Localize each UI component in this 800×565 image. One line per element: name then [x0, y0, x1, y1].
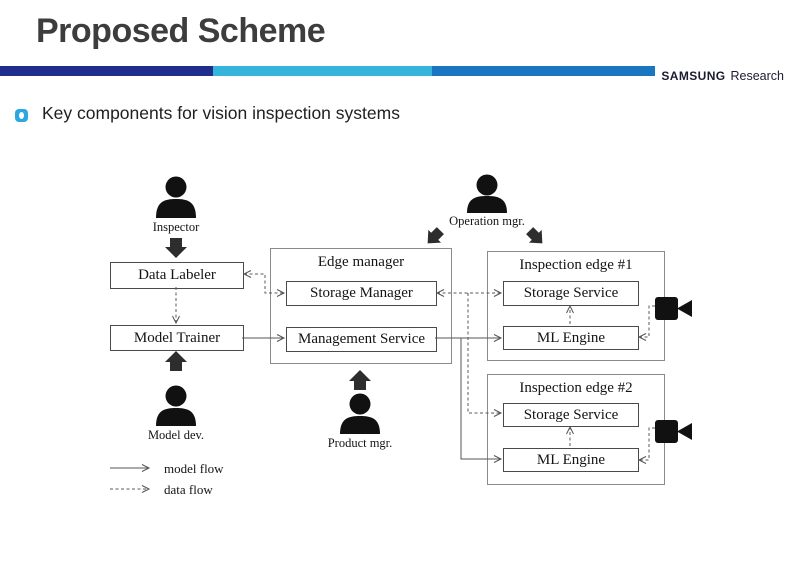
- block-arrow-icon-inspector: [165, 238, 187, 258]
- divider-bar-navy: [0, 66, 213, 76]
- storage-service-2-box: Storage Service: [503, 403, 639, 427]
- samsung-logo: SAMSUNG: [661, 69, 726, 83]
- edge-manager-title: Edge manager: [317, 254, 405, 270]
- ml-engine-2-box: ML Engine: [503, 448, 639, 472]
- block-arrow-icon-model-dev: [165, 351, 187, 371]
- brand: SAMSUNG Research: [661, 67, 784, 85]
- block-arrow-icon-product-mgr: [349, 370, 371, 390]
- operation-mgr-label: Operation mgr.: [449, 214, 525, 228]
- inspection-edge-1-title: Inspection edge #1: [519, 257, 633, 273]
- legend-data-flow-label: data flow: [164, 482, 213, 497]
- divider-bar-cyan: [213, 66, 432, 76]
- model-dev-label: Model dev.: [147, 428, 205, 442]
- storage-service-1-box: Storage Service: [503, 281, 639, 306]
- bullet-text: Key components for vision inspection sys…: [42, 103, 400, 123]
- management-service-box: Management Service: [286, 327, 437, 352]
- ml-engine-1-box: ML Engine: [503, 326, 639, 350]
- inspector-label: Inspector: [152, 220, 200, 234]
- person-icon-product-mgr: [340, 393, 380, 434]
- page-title: Proposed Scheme: [36, 12, 326, 50]
- person-icon-operation-mgr: [467, 174, 507, 213]
- divider-bar: [0, 66, 655, 76]
- data-labeler-box: Data Labeler: [110, 262, 244, 289]
- brand-suffix: Research: [730, 69, 785, 83]
- bullet-ring-icon: [15, 109, 28, 122]
- legend-model-flow-label: model flow: [164, 461, 224, 476]
- inspection-edge-2-title: Inspection edge #2: [519, 380, 633, 396]
- person-icon-model-dev: [156, 385, 196, 426]
- person-icon-inspector: [156, 176, 196, 218]
- model-trainer-box: Model Trainer: [110, 325, 244, 351]
- storage-manager-box: Storage Manager: [286, 281, 437, 306]
- product-mgr-label: Product mgr.: [327, 436, 393, 450]
- divider-bar-blue: [432, 66, 655, 76]
